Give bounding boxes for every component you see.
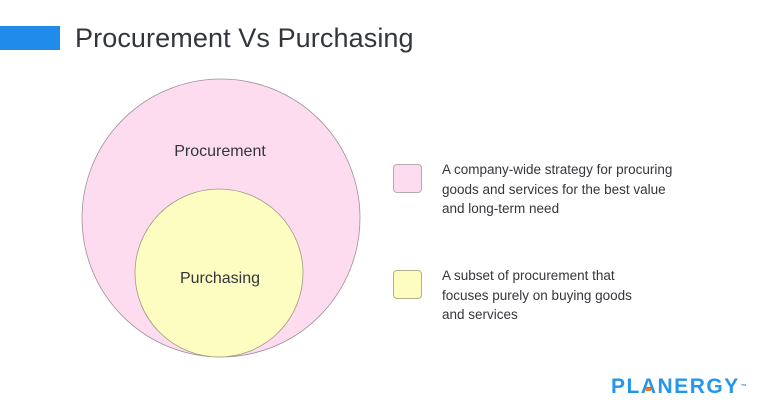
purchasing-circle bbox=[134, 188, 304, 358]
legend-line: and long-term need bbox=[442, 201, 560, 216]
purchasing-label: Purchasing bbox=[179, 270, 261, 287]
planergy-logo: PLANERGY™ bbox=[611, 376, 747, 398]
trademark-symbol: ™ bbox=[740, 384, 747, 390]
purchasing-swatch bbox=[393, 270, 422, 299]
logo-text: PL bbox=[611, 375, 641, 398]
legend-line: focuses purely on buying goods bbox=[442, 287, 632, 303]
legend-line: A company-wide strategy for procuring bbox=[442, 162, 673, 177]
legend-line: A subset of procurement that bbox=[442, 268, 615, 283]
procurement-swatch bbox=[393, 164, 422, 193]
page-title: Procurement Vs Purchasing bbox=[75, 23, 414, 53]
logo-text: NERGY bbox=[657, 375, 740, 398]
legend-line: and services bbox=[442, 307, 518, 322]
title-accent-bar bbox=[0, 26, 60, 50]
purchasing-description: A subset of procurement that focuses pur… bbox=[442, 266, 742, 325]
procurement-label: Procurement bbox=[174, 143, 266, 160]
logo-accent-letter: A bbox=[640, 375, 658, 398]
procurement-description: A company-wide strategy for procuring go… bbox=[442, 160, 742, 219]
legend-line: goods and services for the best value bbox=[442, 181, 666, 197]
